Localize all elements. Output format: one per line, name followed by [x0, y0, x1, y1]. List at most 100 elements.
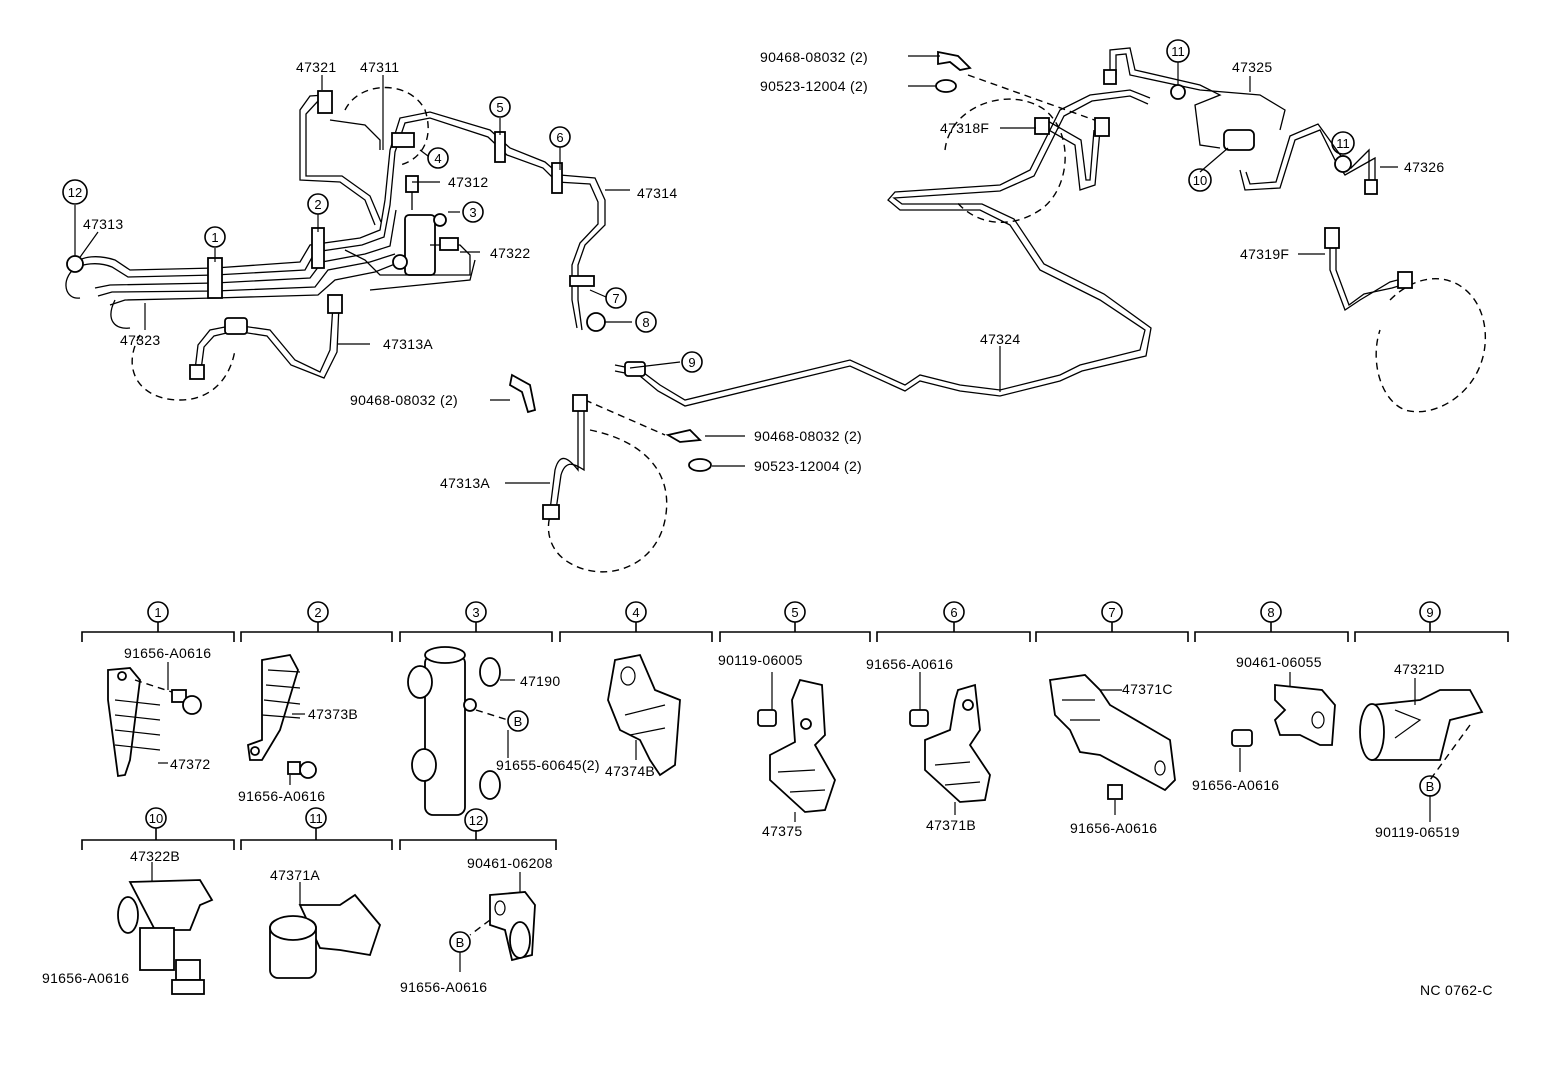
label-g5-bolt: 90119-06005	[718, 652, 803, 668]
label-47318F: 47318F	[940, 120, 989, 136]
svg-text:6: 6	[556, 130, 563, 145]
svg-text:6: 6	[950, 605, 957, 620]
detail-4-bracket	[607, 653, 681, 777]
detail-callouts: 1 2 3 4 5 6 7 8 9 10 11 12	[145, 601, 1441, 832]
detail-12-bracket	[459, 872, 536, 972]
label-g2-part: 47373B	[308, 706, 358, 722]
callout-8-upper: 8	[635, 311, 657, 333]
callout-10-detail: 10	[145, 807, 167, 829]
label-47313: 47313	[83, 216, 123, 232]
svg-text:7: 7	[1108, 605, 1115, 620]
callout-8-detail: 8	[1260, 601, 1282, 623]
callout-9-upper: 9	[681, 351, 703, 373]
label-clip-top: 90468-08032 (2)	[760, 49, 868, 65]
detail-10-clamp	[117, 862, 214, 995]
label-g11-part: 47371A	[270, 867, 320, 883]
svg-text:11: 11	[1171, 44, 1185, 59]
detail-2-clamp	[247, 653, 317, 785]
svg-text:7: 7	[612, 291, 619, 306]
svg-text:2: 2	[314, 605, 321, 620]
detail-6-clamp	[909, 672, 991, 815]
label-g10-part: 47322B	[130, 848, 180, 864]
callout-7-upper: 7	[605, 287, 627, 309]
svg-text:3: 3	[469, 205, 476, 220]
svg-text:12: 12	[68, 185, 82, 200]
callout-6-upper: 6	[549, 126, 571, 148]
upper-part-labels: 47321 47311 47312 47313 47314 47322 4732…	[83, 49, 1444, 491]
svg-text:1: 1	[154, 605, 161, 620]
label-47313A-left: 47313A	[383, 336, 433, 352]
callout-2-upper: 2	[307, 193, 329, 215]
label-g7-bolt: 91656-A0616	[1070, 820, 1157, 836]
upper-callouts: 1 2 3 4 5 6 7 8 9 10 11 11 12	[62, 39, 1355, 373]
bolt-marker-g3: B	[507, 710, 529, 732]
detail-7-clamp	[1048, 674, 1176, 815]
callout-4-detail: 4	[625, 601, 647, 623]
detail-8-bracket	[1231, 672, 1336, 772]
svg-text:11: 11	[1336, 136, 1350, 151]
svg-text:8: 8	[1267, 605, 1274, 620]
callout-3-upper: 3	[462, 201, 484, 223]
bolt-marker-g9: B	[1419, 775, 1441, 797]
svg-text:5: 5	[791, 605, 798, 620]
label-g4-part: 47374B	[605, 763, 655, 779]
callout-7-detail: 7	[1101, 601, 1123, 623]
label-g9-part: 47321D	[1394, 661, 1445, 677]
svg-text:B: B	[1426, 779, 1435, 794]
detail-3-valve	[407, 646, 515, 816]
label-clip-mid: 90468-08032 (2)	[754, 428, 862, 444]
detail-5-clamp	[757, 672, 836, 822]
detail-group-brackets	[81, 622, 1509, 850]
label-g1-bolt: 91656-A0616	[124, 645, 211, 661]
svg-text:11: 11	[309, 811, 323, 826]
svg-text:12: 12	[469, 813, 483, 828]
svg-text:9: 9	[688, 355, 695, 370]
callout-11-upper-b: 11	[1331, 131, 1355, 155]
svg-text:8: 8	[642, 315, 649, 330]
svg-text:B: B	[456, 935, 465, 950]
brake-tube-assembly	[65, 47, 1486, 573]
callout-1-detail: 1	[147, 601, 169, 623]
label-g3-part: 47190	[520, 673, 560, 689]
label-47312: 47312	[448, 174, 488, 190]
label-g6-bolt: 91656-A0616	[866, 656, 953, 672]
label-47321: 47321	[296, 59, 336, 75]
callout-10-upper: 10	[1188, 168, 1212, 192]
label-47319F: 47319F	[1240, 246, 1289, 262]
svg-text:1: 1	[211, 230, 218, 245]
label-clip-left: 90468-08032 (2)	[350, 392, 458, 408]
callout-4-upper: 4	[427, 147, 449, 169]
label-47324: 47324	[980, 331, 1020, 347]
svg-text:10: 10	[1193, 173, 1207, 188]
callout-11-detail: 11	[305, 807, 327, 829]
svg-text:4: 4	[632, 605, 639, 620]
label-47326: 47326	[1404, 159, 1444, 175]
callout-5-detail: 5	[784, 601, 806, 623]
label-47323: 47323	[120, 332, 160, 348]
label-g12-bolt2: 91656-A0616	[400, 979, 487, 995]
label-g5-part: 47375	[762, 823, 802, 839]
callout-2-detail: 2	[307, 601, 329, 623]
label-g7-part: 47371C	[1122, 681, 1173, 697]
svg-text:9: 9	[1426, 605, 1433, 620]
callout-12-upper: 12	[62, 179, 88, 205]
svg-text:5: 5	[496, 100, 503, 115]
label-g1-part: 47372	[170, 756, 210, 772]
detail-11-clamp	[269, 882, 382, 979]
svg-text:B: B	[514, 714, 523, 729]
label-47314: 47314	[637, 185, 677, 201]
label-47322: 47322	[490, 245, 530, 261]
detail-9-clamp	[1359, 678, 1484, 822]
callout-1-upper: 1	[204, 226, 226, 248]
callout-3-detail: 3	[465, 601, 487, 623]
label-g10-bolt: 91656-A0616	[42, 970, 129, 986]
label-g8-bolt2: 91656-A0616	[1192, 777, 1279, 793]
label-washer-top: 90523-12004 (2)	[760, 78, 868, 94]
svg-text:10: 10	[149, 811, 163, 826]
bolt-marker-g12: B	[449, 931, 471, 953]
label-g9-bolt: 90119-06519	[1375, 824, 1460, 840]
label-47311: 47311	[360, 59, 399, 75]
callout-6-detail: 6	[943, 601, 965, 623]
callout-12-detail: 12	[464, 808, 488, 832]
